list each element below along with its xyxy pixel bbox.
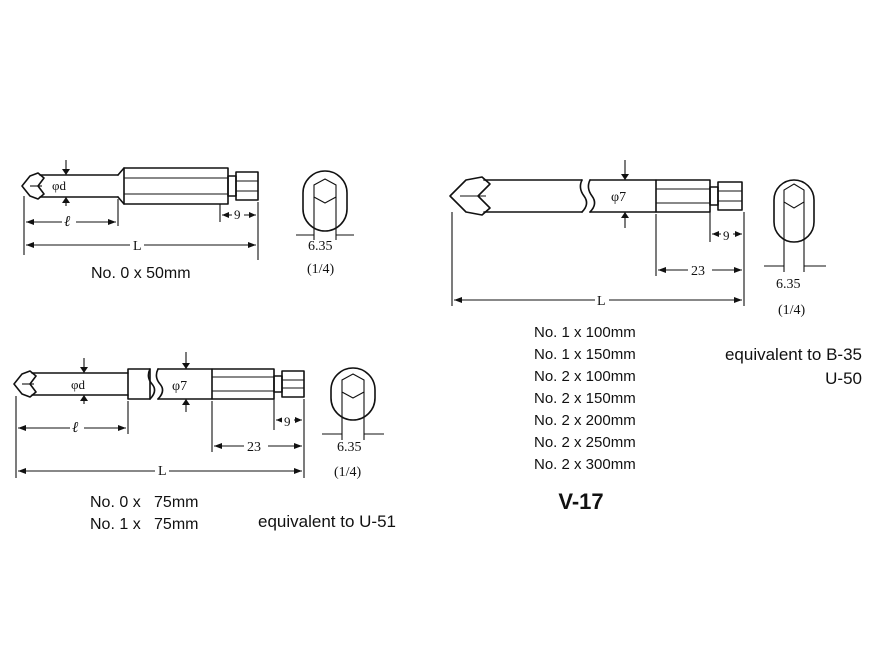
tip-length-label: ℓ — [64, 214, 70, 230]
hex-cross-section: 6.35 (1/4) — [764, 179, 826, 318]
size-caption-line: No. 2 x 250mm — [534, 434, 636, 451]
hex-length-dimension: 9 — [219, 202, 259, 260]
hex-cross-section: 6.35 (1/4) — [322, 367, 384, 480]
hex-width-label: 6.35 — [337, 440, 362, 455]
bit-outline — [21, 167, 259, 205]
total-length-label: L — [597, 294, 606, 309]
size-caption-line-1: No. 0 x 75mm — [90, 494, 198, 511]
hex-length-dimension: 9 — [273, 399, 305, 478]
hex-length-label: 9 — [234, 207, 241, 222]
shank-length-label: 23 — [247, 440, 261, 455]
bit-outline — [449, 176, 743, 216]
tip-length-label: ℓ — [72, 420, 78, 436]
hex-inch-label: (1/4) — [307, 262, 335, 277]
total-length-label: L — [158, 464, 167, 479]
size-caption-line-2: No. 1 x 75mm — [90, 516, 198, 533]
tip-length-dimension: ℓ — [15, 396, 129, 478]
hex-length-label: 9 — [284, 414, 291, 429]
shaft-diameter-dimension: φ7 — [611, 160, 629, 228]
size-caption-line: No. 2 x 300mm — [534, 456, 636, 473]
total-length-label: L — [133, 239, 142, 254]
hex-width-label: 6.35 — [308, 239, 333, 254]
tip-diameter-dimension: φd — [71, 358, 88, 404]
hex-cross-section: 6.35 (1/4) — [296, 170, 354, 277]
total-length-dimension: L — [26, 236, 256, 254]
size-caption-line: No. 1 x 150mm — [534, 346, 636, 363]
shank-length-label: 23 — [691, 264, 705, 279]
hex-length-dimension: 9 — [709, 212, 745, 306]
shaft-diameter-label: φ7 — [172, 379, 187, 394]
equivalent-note-line-2: U-50 — [825, 369, 862, 388]
model-name: V-17 — [558, 489, 603, 514]
tip-diameter-label: φd — [71, 377, 86, 392]
bit-drawing-no0-50mm: φd ℓ 9 L — [21, 160, 354, 282]
size-caption-list: No. 1 x 100mm No. 1 x 150mm No. 2 x 100m… — [534, 324, 636, 473]
total-length-dimension: L — [451, 212, 742, 309]
total-length-dimension: L — [18, 461, 302, 479]
bit-drawing-100-300mm: φ7 9 23 L — [449, 160, 862, 473]
hex-inch-label: (1/4) — [334, 465, 362, 480]
diameter-dimension: φd — [52, 160, 70, 206]
size-caption: No. 0 x 50mm — [91, 265, 191, 282]
hex-width-label: 6.35 — [776, 277, 801, 292]
diameter-label: φd — [52, 178, 67, 193]
shaft-diameter-label: φ7 — [611, 190, 626, 205]
hex-length-label: 9 — [723, 228, 730, 243]
shank-length-dimension: 23 — [655, 214, 742, 279]
shank-length-dimension: 23 — [211, 401, 302, 455]
equivalent-note-line-1: equivalent to B-35 — [725, 345, 862, 364]
shaft-diameter-dimension: φ7 — [172, 352, 190, 412]
size-caption-line: No. 1 x 100mm — [534, 324, 636, 341]
size-caption-line: No. 2 x 150mm — [534, 390, 636, 407]
size-caption-line: No. 2 x 200mm — [534, 412, 636, 429]
bit-outline — [13, 368, 305, 400]
bit-drawing-75mm: φd φ7 ℓ 9 — [13, 352, 396, 533]
equivalent-note: equivalent to U-51 — [258, 512, 396, 531]
tip-length-dimension: ℓ — [23, 196, 119, 255]
size-caption-line: No. 2 x 100mm — [534, 368, 636, 385]
hex-inch-label: (1/4) — [778, 303, 806, 318]
